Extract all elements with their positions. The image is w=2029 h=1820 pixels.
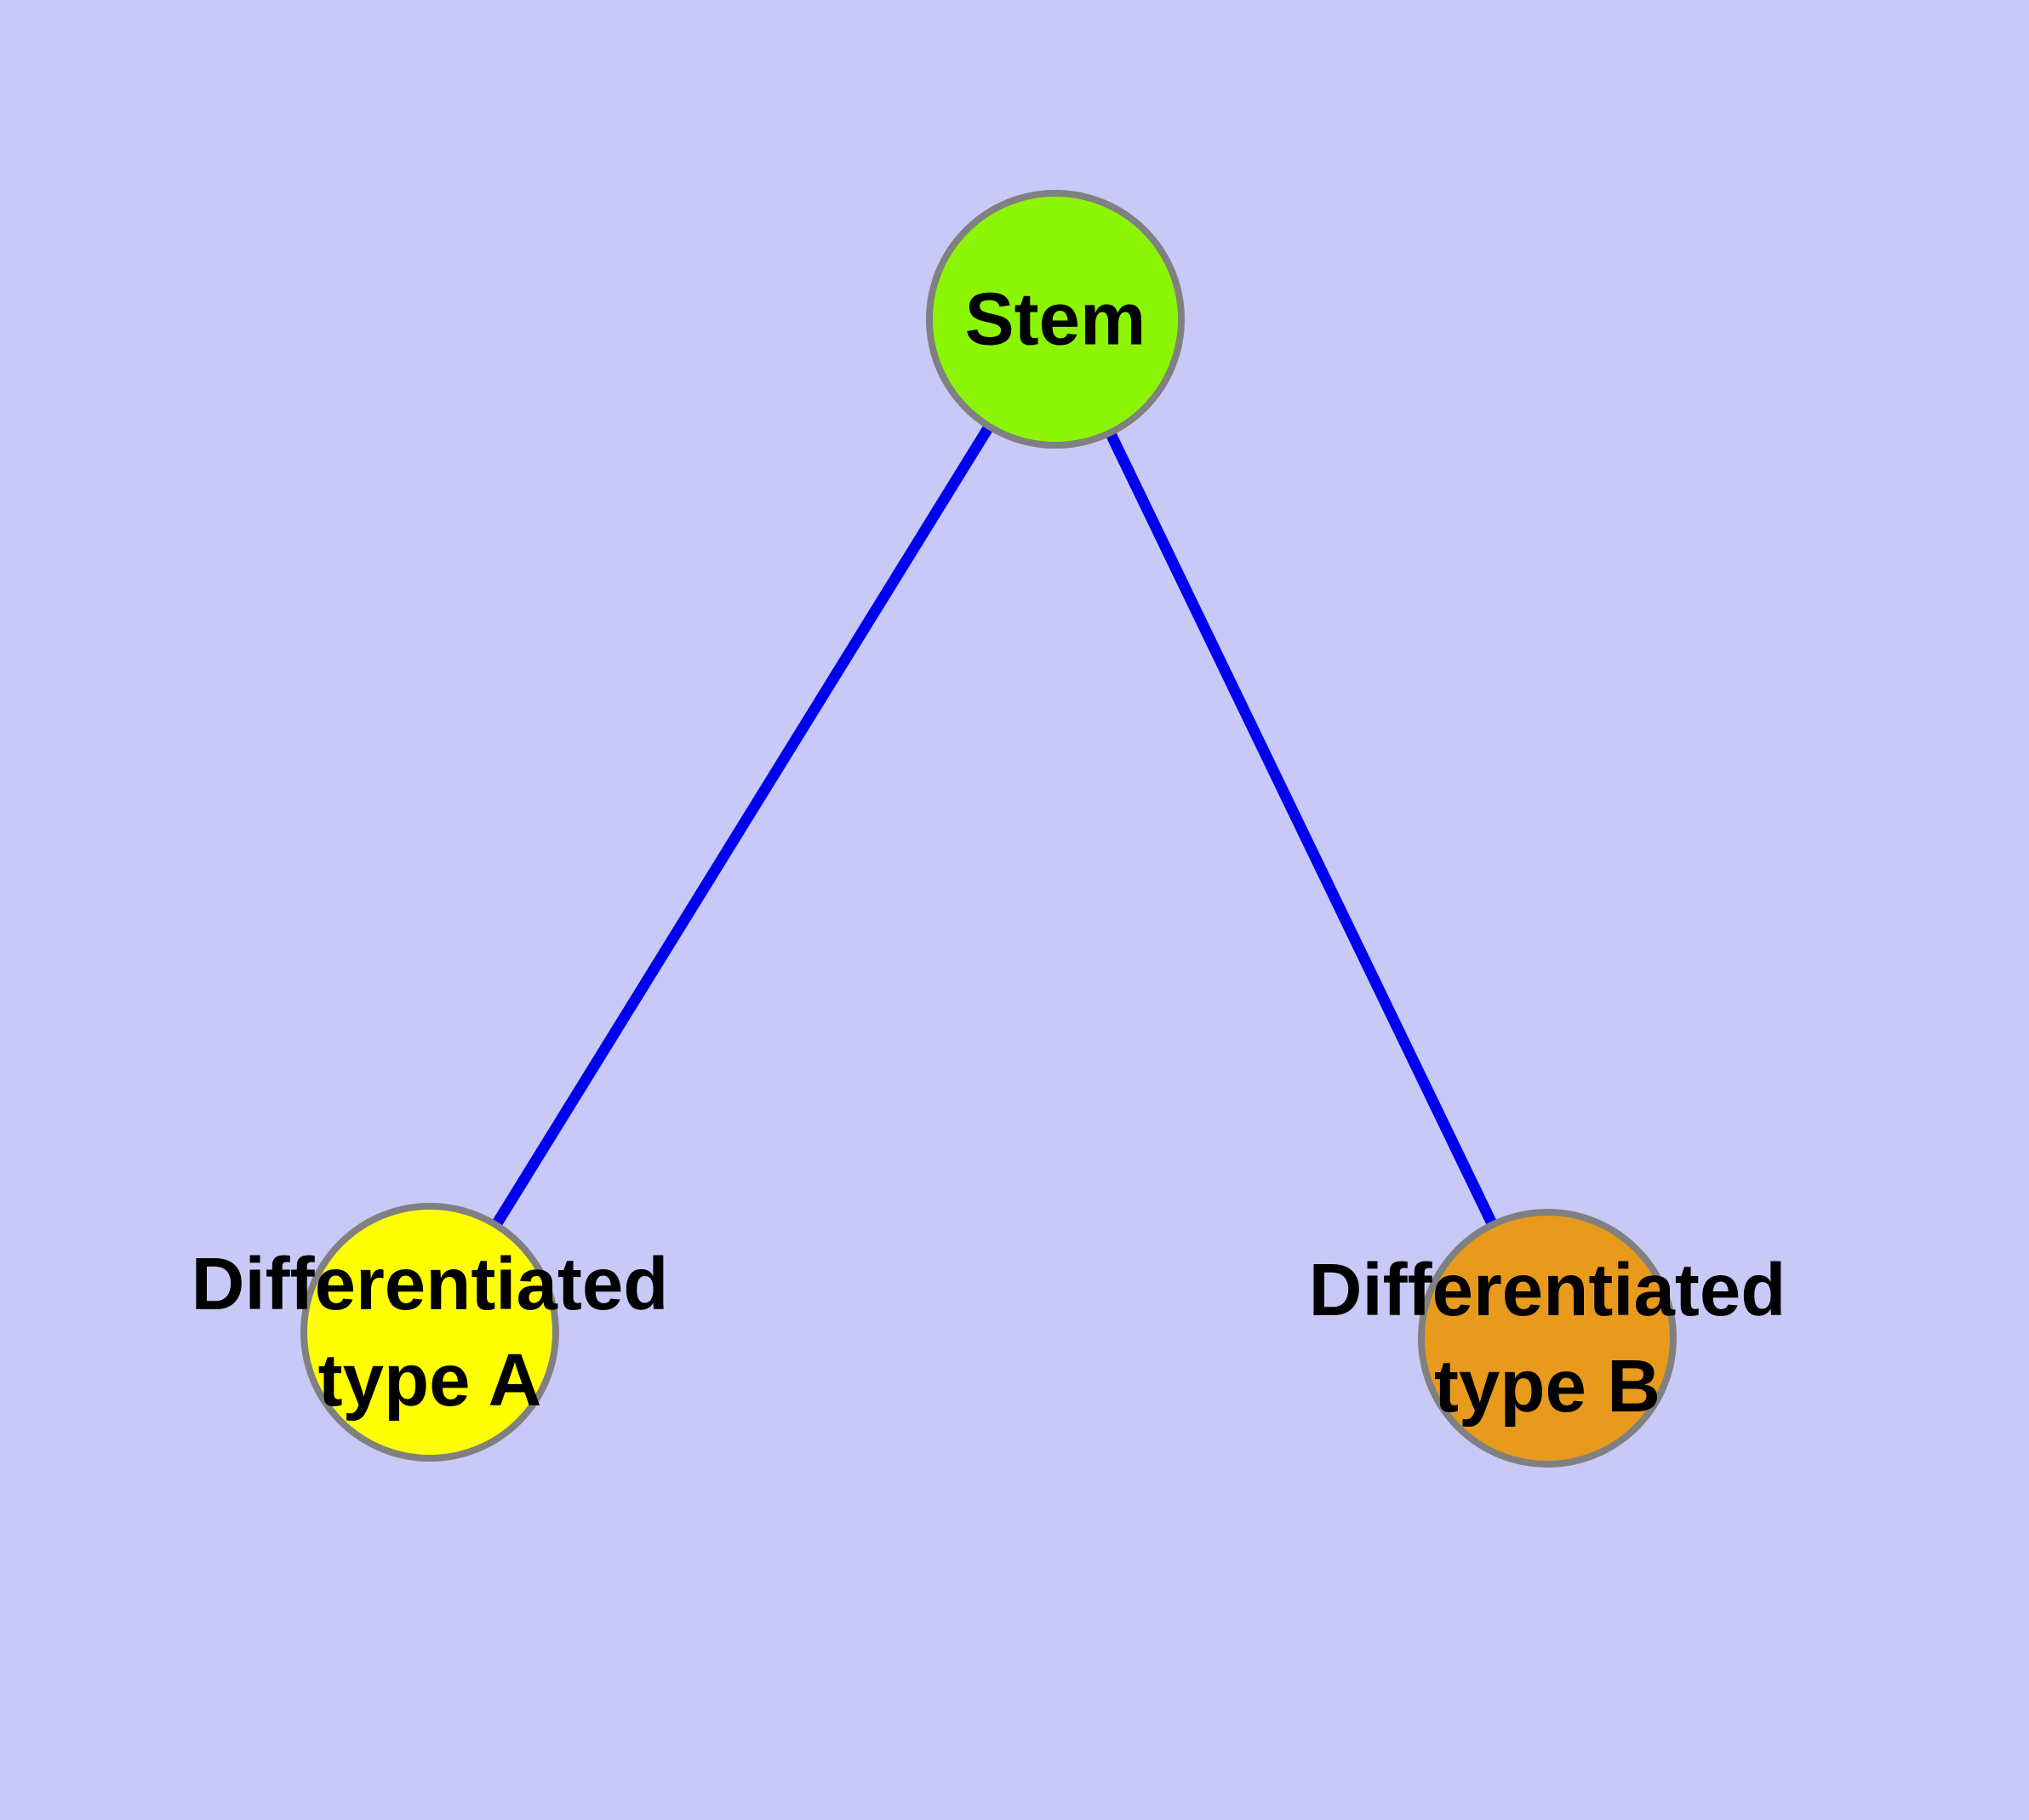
node-stem-label: Stem: [964, 278, 1146, 361]
edge-stem-to-type-a: [425, 316, 1060, 1336]
node-differentiated-type-b-label: Differentiated type B: [1308, 1248, 1786, 1428]
node-stem: [926, 190, 1185, 449]
node-differentiated-type-a-label: Differentiated type A: [191, 1242, 669, 1422]
node-differentiated-type-b: [1418, 1209, 1677, 1468]
node-differentiated-type-a: [300, 1203, 559, 1462]
edge-stem-to-type-b: [1050, 317, 1552, 1341]
